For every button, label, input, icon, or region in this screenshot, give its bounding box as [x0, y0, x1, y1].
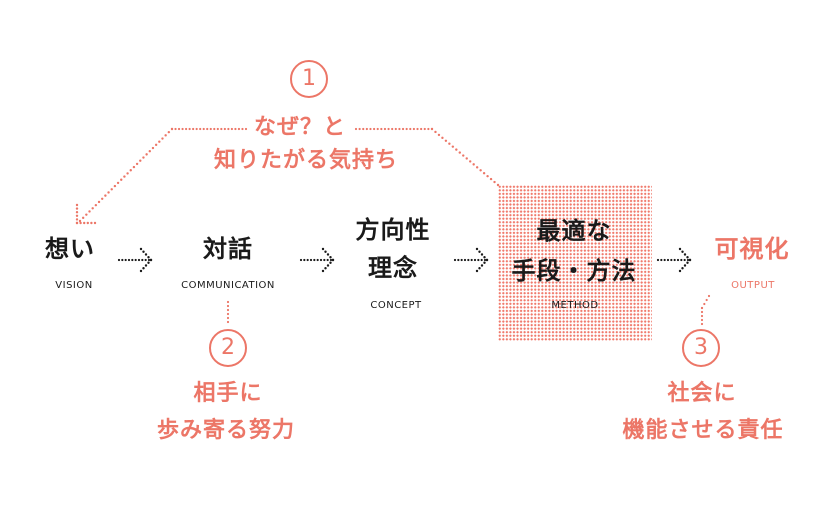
step-output-title: 可視化	[714, 235, 790, 263]
flow-arrows	[117, 247, 692, 273]
step-communication-label: COMMUNICATION	[181, 280, 275, 291]
callout-3-line-1: 社会に	[667, 381, 737, 406]
step-communication-title: 対話	[203, 235, 253, 263]
step-concept-title-line-1: 方向性	[355, 216, 431, 244]
callout-2-line-1: 相手に	[193, 381, 263, 406]
step-vision-title: 想い	[45, 235, 95, 263]
callout-1-connector	[75, 127, 500, 225]
method-highlight-block	[498, 185, 652, 341]
step-concept-label: CONCEPT	[370, 300, 422, 311]
callout-1-line-2: 知りたがる気持ち	[213, 148, 399, 173]
step-method-label: METHOD	[551, 300, 599, 311]
step-method-title-line-2: 手段・方法	[511, 257, 637, 285]
callout-1-line-1: なぜ？と	[253, 115, 347, 140]
callout-3-number: 3	[682, 329, 720, 367]
callout-2-number: 2	[209, 329, 247, 367]
callout-2-connector	[226, 300, 230, 324]
step-method-title-line-1: 最適な	[536, 217, 612, 245]
callout-3-line-2: 機能させる責任	[622, 418, 784, 443]
callout-3-connector	[700, 294, 711, 326]
callout-1-number: 1	[290, 60, 328, 98]
step-concept-title-line-2: 理念	[368, 254, 418, 282]
step-output-label: OUTPUT	[731, 280, 775, 291]
callout-2-line-2: 歩み寄る努力	[156, 418, 296, 443]
step-vision-label: VISION	[55, 280, 93, 291]
